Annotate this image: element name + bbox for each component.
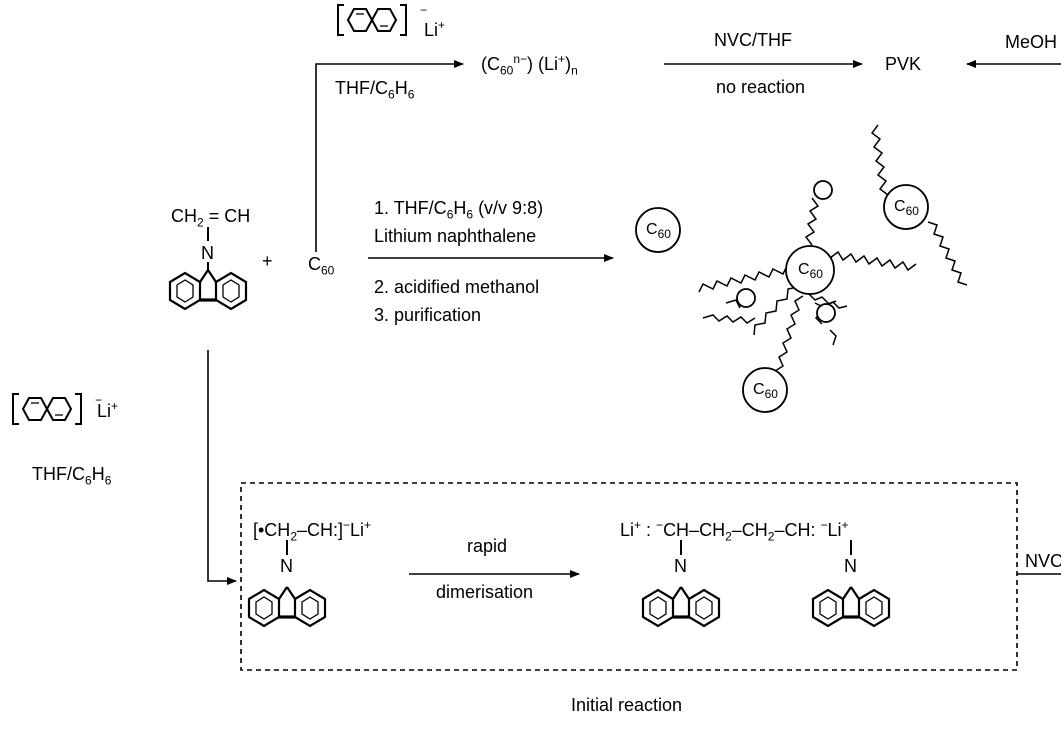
carbazole-ring xyxy=(247,585,327,628)
step3-label: 3. purification xyxy=(374,305,482,325)
radical-anion: [•CH2–CH:]−Li+ xyxy=(253,518,372,544)
dimerisation-label: dimerisation xyxy=(436,582,534,602)
radical-anion-nitrogen: N xyxy=(280,556,293,576)
top-reagent-solvent: THF/C6H6 xyxy=(335,78,415,102)
initial-reaction-box xyxy=(240,482,1018,671)
nvc-label: NVC xyxy=(1025,551,1061,571)
c60-sphere-label: C60 xyxy=(798,261,823,282)
top-naphthalene-anion-sup: − xyxy=(420,3,428,17)
pvk-label: PVK xyxy=(885,54,922,74)
c60-sphere-label: C60 xyxy=(894,198,919,219)
fullerene-anion-salt: (C60n−) (Li+)n xyxy=(481,52,578,78)
left-reagent-solvent: THF/C6H6 xyxy=(32,464,112,488)
carbazole-ring xyxy=(168,268,248,311)
left-reagent-li: Li+ xyxy=(97,399,119,421)
naphthalene-icon xyxy=(12,393,82,425)
nvc-thf-label: NVC/THF xyxy=(714,30,792,50)
arrow-top-branch xyxy=(315,60,464,252)
dimer-nitrogen-right: N xyxy=(844,556,857,576)
top-reagent-li: Li+ xyxy=(424,18,446,40)
step1-solvent: 1. THF/C6H6 (v/v 9:8) xyxy=(374,198,544,222)
plus-sign: + xyxy=(262,251,273,271)
initial-reaction-caption: Initial reaction xyxy=(571,695,683,715)
meoh-label: MeOH xyxy=(1005,32,1058,52)
c60-reactant: C60 xyxy=(308,254,335,278)
vinyl-group: CH2 = CH xyxy=(171,206,251,230)
step2-label: 2. acidified methanol xyxy=(374,277,540,297)
star-polymer xyxy=(698,124,968,381)
rapid-label: rapid xyxy=(467,536,508,556)
c60-sphere-label: C60 xyxy=(646,221,671,242)
no-reaction-label: no reaction xyxy=(716,77,806,97)
c60-sphere-label: C60 xyxy=(753,381,778,402)
naphthalene-icon xyxy=(337,4,407,36)
arrow-left-branch xyxy=(207,350,237,585)
dianion-dimer: Li+ : −CH–CH2–CH2–CH: −Li+ xyxy=(620,518,849,544)
carbazole-ring xyxy=(811,585,891,628)
left-naphthalene-anion-sup: − xyxy=(95,393,103,407)
step1-reagent: Lithium naphthalene xyxy=(374,226,537,246)
monomer-nitrogen: N xyxy=(201,243,214,263)
carbazole-ring xyxy=(641,585,721,628)
dimer-nitrogen-left: N xyxy=(674,556,687,576)
star-polymer-spheres xyxy=(635,180,929,413)
